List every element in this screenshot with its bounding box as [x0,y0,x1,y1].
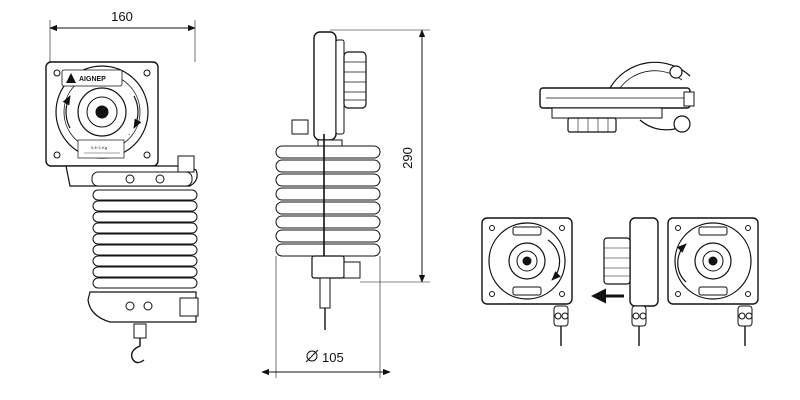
side-spiral-hose [275,145,381,257]
rating-label [77,139,125,159]
knob-center-icon [95,105,109,119]
front-spiral-hose [92,189,198,289]
load-rating: 0,4÷1 Kg [91,145,107,150]
brand-plate [61,69,123,87]
side-view [261,29,430,378]
front-view: + AIGNEP 0,4÷1 Kg [45,20,199,364]
air-fitting [177,155,195,173]
air-fitting [343,261,361,279]
mount-hole-icon [53,151,61,159]
hook-icon [130,338,145,364]
svg-text:+: + [128,132,131,137]
top-view [539,61,695,133]
top-knob [567,117,617,133]
height-value: 290 [400,147,415,169]
mount-hole-icon [143,69,151,77]
lower-bracket [87,291,197,323]
side-knob [343,51,367,109]
brand-name: AIGNEP [79,76,106,83]
brand-logo-icon [66,73,76,83]
pulled-knob [603,237,631,285]
adjustment-view-left [481,217,573,346]
side-housing [313,31,337,141]
air-fitting [179,297,199,317]
rotation-arrow-icon [133,95,142,129]
adjustment-view-right [667,217,759,346]
air-fitting [291,119,309,135]
mount-hole-icon [143,151,151,159]
rotation-arrow-icon [547,239,561,281]
width-value: 160 [111,9,133,24]
adjustment-view-middle [603,217,659,346]
diameter-value: 105 [322,350,344,365]
rotation-arrow-icon [62,95,71,129]
mount-hole-icon [53,69,61,77]
rotation-arrow-icon [677,243,687,283]
diameter-symbol-icon [306,350,318,362]
